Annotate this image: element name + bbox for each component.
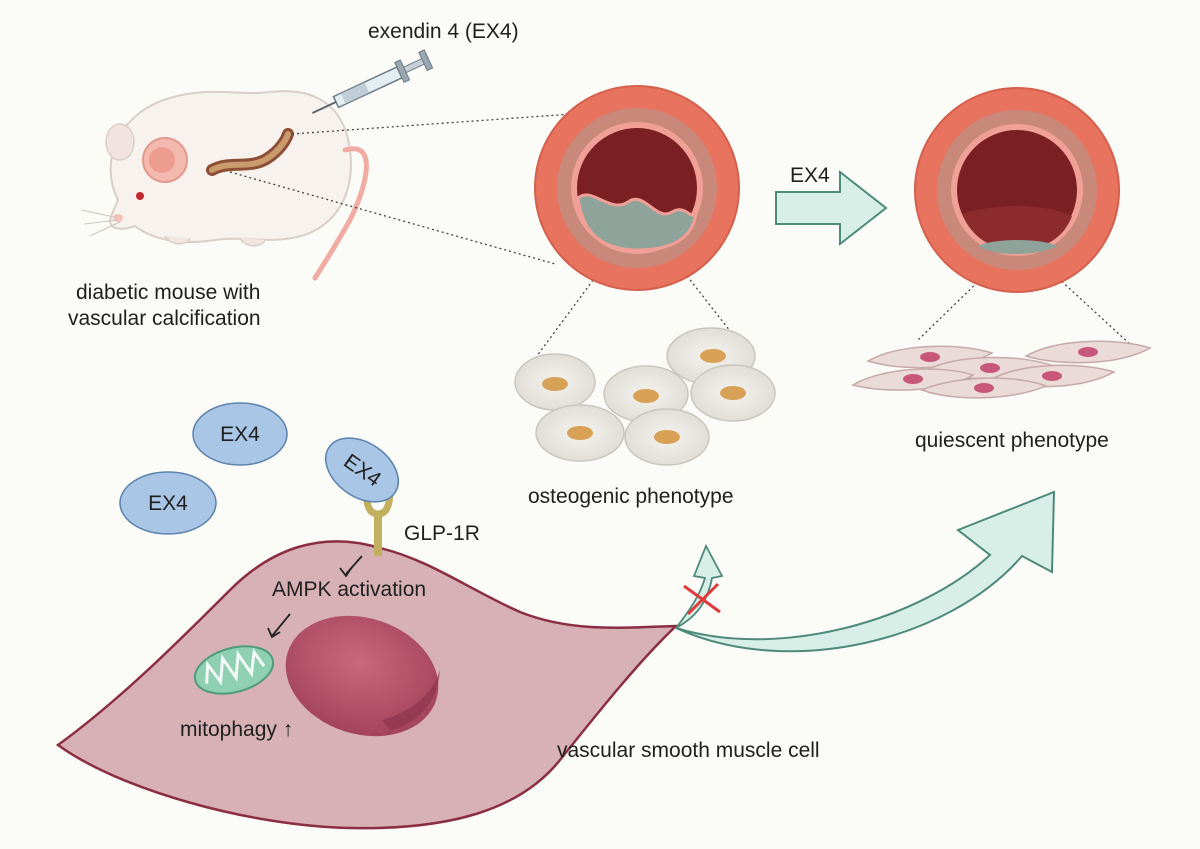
drug-label: exendin 4 (EX4)	[368, 20, 519, 43]
ex4-molecule-b	[119, 471, 217, 535]
block-x-icon	[683, 582, 721, 616]
quiescent-cells	[851, 340, 1152, 399]
pathway-arrow-icon	[271, 613, 291, 637]
diabetic-mouse	[81, 90, 369, 281]
syringe-icon	[312, 49, 434, 114]
ex4-molecule-a-label: EX4	[220, 423, 260, 446]
ex4-molecule-a	[192, 402, 288, 466]
glp1r-receptor-icon	[362, 486, 394, 556]
ex4-bound-molecule	[325, 437, 399, 503]
treatment-arrow-icon	[775, 169, 888, 247]
ampk-label: AMPK activation	[272, 578, 427, 601]
mouse-label-line2: vascular calcification	[68, 307, 261, 330]
nucleus	[285, 615, 440, 737]
differentiation-arrow-icon	[675, 490, 1056, 653]
blocked-path-arrow-icon	[675, 543, 724, 629]
calcification-deposit	[576, 193, 699, 252]
healthy-vessel	[914, 87, 1120, 293]
ex4-molecule-b-label: EX4	[148, 492, 188, 515]
mitochondrion-icon	[193, 645, 275, 695]
osteogenic-cells	[514, 327, 776, 466]
mouse-ear	[105, 123, 135, 161]
treatment-arrow-label: EX4	[790, 164, 830, 187]
mouse-eye	[136, 192, 144, 200]
receptor-label: GLP-1R	[404, 522, 480, 545]
osteogenic-label: osteogenic phenotype	[528, 485, 734, 508]
mouse-tail	[312, 146, 369, 281]
quiescent-label: quiescent phenotype	[915, 429, 1109, 452]
mouse-label-line1: diabetic mouse with	[76, 281, 261, 304]
calcified-vessel	[534, 85, 740, 291]
mitophagy-label: mitophagy ↑	[180, 718, 294, 741]
cell-label: vascular smooth muscle cell	[557, 739, 820, 762]
